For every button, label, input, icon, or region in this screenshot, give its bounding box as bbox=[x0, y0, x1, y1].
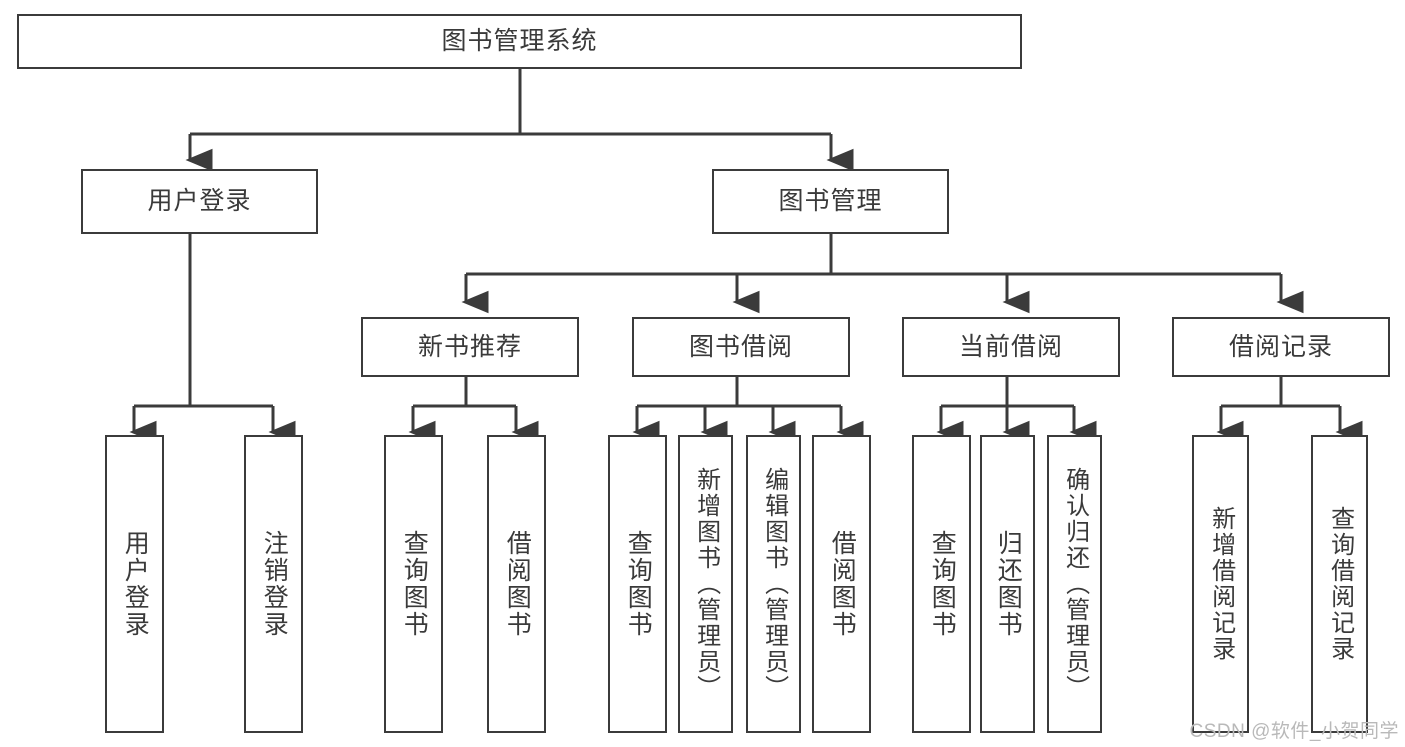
leaf-user-login-login[interactable]: 用户登录 bbox=[105, 435, 164, 733]
node-label: 注销登录 bbox=[260, 530, 289, 638]
leaf-borrow-add-book-admin[interactable]: 新增图书（管理员） bbox=[678, 435, 733, 733]
node-label: 图书管理系统 bbox=[441, 27, 598, 55]
leaf-recommend-query-book[interactable]: 查询图书 bbox=[384, 435, 443, 733]
leaf-borrow-edit-book-admin[interactable]: 编辑图书（管理员） bbox=[746, 435, 801, 733]
node-label: 借阅记录 bbox=[1228, 332, 1333, 361]
node-current-borrow[interactable]: 当前借阅 bbox=[902, 317, 1120, 377]
node-label: 查询图书 bbox=[928, 530, 957, 638]
leaf-user-login-logout[interactable]: 注销登录 bbox=[244, 435, 303, 733]
leaf-record-query-record[interactable]: 查询借阅记录 bbox=[1311, 435, 1368, 733]
node-book-management[interactable]: 图书管理 bbox=[712, 169, 949, 234]
node-label: 确认归还（管理员） bbox=[1061, 467, 1089, 701]
node-label: 新书推荐 bbox=[417, 332, 522, 361]
node-root-system[interactable]: 图书管理系统 bbox=[17, 14, 1022, 69]
node-label: 查询图书 bbox=[400, 530, 429, 638]
leaf-current-query-book[interactable]: 查询图书 bbox=[912, 435, 971, 733]
node-label: 新增图书（管理员） bbox=[692, 467, 720, 701]
node-label: 编辑图书（管理员） bbox=[760, 467, 788, 701]
leaf-borrow-query-book[interactable]: 查询图书 bbox=[608, 435, 667, 733]
leaf-record-add-record[interactable]: 新增借阅记录 bbox=[1192, 435, 1249, 733]
node-label: 用户登录 bbox=[121, 530, 150, 638]
node-label: 当前借阅 bbox=[958, 332, 1063, 361]
node-label: 用户登录 bbox=[147, 187, 252, 215]
leaf-current-return-book[interactable]: 归还图书 bbox=[980, 435, 1035, 733]
node-label: 查询借阅记录 bbox=[1326, 506, 1354, 662]
node-new-book-recommend[interactable]: 新书推荐 bbox=[361, 317, 579, 377]
node-label: 借阅图书 bbox=[828, 530, 857, 638]
leaf-current-confirm-return-admin[interactable]: 确认归还（管理员） bbox=[1047, 435, 1102, 733]
leaf-borrow-borrow-book[interactable]: 借阅图书 bbox=[812, 435, 871, 733]
node-label: 图书借阅 bbox=[688, 332, 793, 361]
node-label: 图书管理 bbox=[778, 187, 883, 215]
node-label: 归还图书 bbox=[994, 530, 1023, 638]
node-user-login[interactable]: 用户登录 bbox=[81, 169, 318, 234]
node-label: 借阅图书 bbox=[503, 530, 532, 638]
node-borrow-record[interactable]: 借阅记录 bbox=[1172, 317, 1390, 377]
node-label: 查询图书 bbox=[624, 530, 653, 638]
csdn-watermark: CSDN @软件_小贺同学 bbox=[1189, 721, 1399, 742]
node-book-borrow[interactable]: 图书借阅 bbox=[632, 317, 850, 377]
node-label: 新增借阅记录 bbox=[1207, 506, 1235, 662]
leaf-recommend-borrow-book[interactable]: 借阅图书 bbox=[487, 435, 546, 733]
